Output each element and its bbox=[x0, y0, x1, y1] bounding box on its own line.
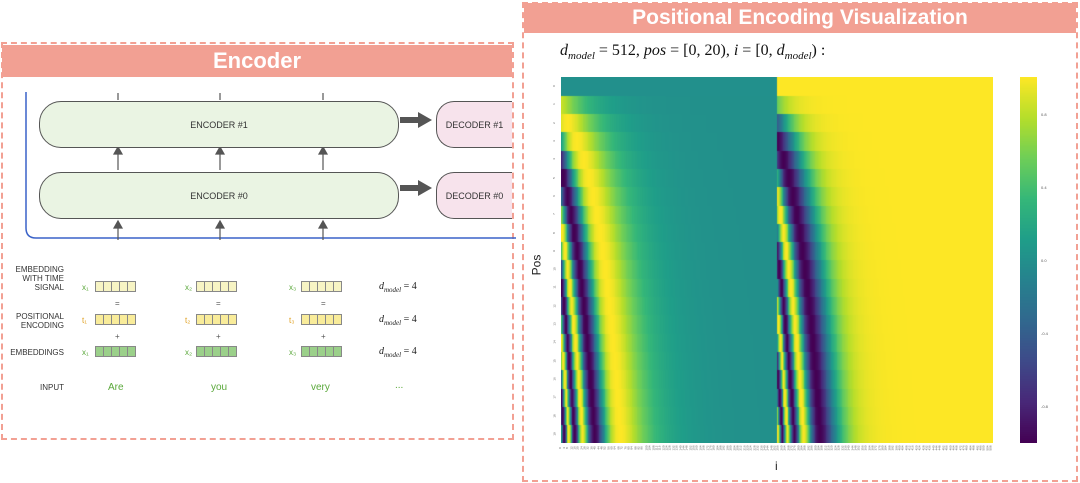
x-tick-label: 96 bbox=[640, 446, 645, 450]
y-tick-label: 12 bbox=[552, 304, 557, 308]
y-tick-label: 11 bbox=[552, 285, 557, 289]
encoder-1-block: ENCODER #1 bbox=[39, 101, 399, 148]
emb-vector-2 bbox=[196, 346, 237, 357]
encoder-0-block: ENCODER #0 bbox=[39, 172, 399, 219]
y-axis-label: Pos bbox=[529, 254, 544, 276]
viz-formula: dmodel = 512, pos = [0, 20), i = [0, dmo… bbox=[560, 42, 826, 63]
t3-label: t₃ bbox=[289, 316, 295, 325]
equals-sign-1: = bbox=[115, 299, 120, 308]
colorbar bbox=[1020, 77, 1037, 443]
decoder-0-block: DECODER #0 bbox=[436, 172, 512, 219]
e3-label: x₃ bbox=[289, 348, 297, 357]
colorbar-tick-label: -0.8 bbox=[1041, 404, 1048, 410]
sum-vector-1 bbox=[95, 281, 136, 292]
sum-vector-2 bbox=[196, 281, 237, 292]
y-tick-label: 17 bbox=[552, 395, 557, 399]
y-tick-label: 16 bbox=[552, 377, 557, 381]
y-tick-label: 2 bbox=[551, 121, 556, 124]
plus-sign-2: + bbox=[216, 332, 221, 341]
encoder-title: Encoder bbox=[2, 45, 512, 77]
input-ellipsis: ... bbox=[395, 380, 404, 391]
label-embeddings: EMBEDDINGS bbox=[10, 348, 64, 357]
emb-vector-1 bbox=[95, 346, 136, 357]
y-tick-label: 3 bbox=[551, 140, 556, 142]
x-axis-label: i bbox=[775, 459, 778, 473]
encoder-stack-frame bbox=[25, 92, 516, 240]
label-input: INPUT bbox=[40, 383, 64, 392]
positional-encoding-heatmap bbox=[561, 77, 993, 443]
label-embedding-with-time-signal: EMBEDDING WITH TIME SIGNAL bbox=[15, 265, 64, 292]
x1-label: x₁ bbox=[82, 283, 89, 292]
viz-title: Positional Encoding Visualization bbox=[524, 3, 1076, 33]
sum-vector-3 bbox=[301, 281, 342, 292]
x2-label: x₂ bbox=[185, 283, 193, 292]
y-tick-label: 13 bbox=[552, 322, 557, 326]
y-tick-label: 18 bbox=[552, 413, 557, 418]
plus-sign-1: + bbox=[115, 332, 120, 341]
input-word-3: very bbox=[311, 382, 330, 393]
y-tick-label: 14 bbox=[552, 340, 557, 345]
t2-label: t₂ bbox=[185, 316, 191, 325]
plus-sign-3: + bbox=[321, 332, 326, 341]
input-word-2: you bbox=[211, 382, 228, 393]
x3-label: x₃ bbox=[289, 283, 297, 292]
input-word-1: Are bbox=[108, 382, 124, 393]
emb-vector-3 bbox=[301, 346, 342, 357]
x-tick-label: 508 bbox=[988, 445, 993, 451]
e2-label: x₂ bbox=[185, 348, 193, 357]
pos-vector-1 bbox=[95, 314, 136, 325]
y-tick-label: 0 bbox=[551, 85, 556, 87]
e1-label: x₁ bbox=[82, 348, 89, 357]
dmodel-note-1: dmodel = 4 bbox=[379, 281, 417, 294]
y-tick-label: 8 bbox=[551, 231, 556, 234]
pos-vector-2 bbox=[196, 314, 237, 325]
encoder-panel bbox=[1, 42, 514, 440]
label-positional-encoding: POSITIONAL ENCODING bbox=[15, 312, 64, 330]
colorbar-tick-label: -0.4 bbox=[1041, 331, 1048, 337]
dmodel-note-3: dmodel = 4 bbox=[379, 346, 417, 359]
y-tick-label: 5 bbox=[551, 176, 556, 179]
equals-sign-2: = bbox=[216, 299, 221, 308]
y-tick-label: 9 bbox=[551, 250, 556, 252]
x-tick-label: 8 bbox=[565, 447, 570, 449]
colorbar-tick-label: 0.4 bbox=[1041, 184, 1047, 190]
equals-sign-3: = bbox=[321, 299, 326, 308]
y-tick-label: 10 bbox=[552, 267, 557, 271]
y-tick-label: 15 bbox=[552, 358, 557, 363]
y-tick-label: 6 bbox=[551, 195, 556, 197]
y-tick-label: 7 bbox=[551, 213, 556, 216]
colorbar-tick-label: 0.0 bbox=[1041, 258, 1047, 263]
y-tick-label: 19 bbox=[552, 432, 557, 436]
pos-vector-3 bbox=[301, 314, 342, 325]
decoder-1-block: DECODER #1 bbox=[436, 101, 512, 148]
t1-label: t₁ bbox=[82, 316, 87, 325]
dmodel-note-2: dmodel = 4 bbox=[379, 314, 417, 327]
colorbar-tick-label: 0.8 bbox=[1041, 111, 1047, 117]
